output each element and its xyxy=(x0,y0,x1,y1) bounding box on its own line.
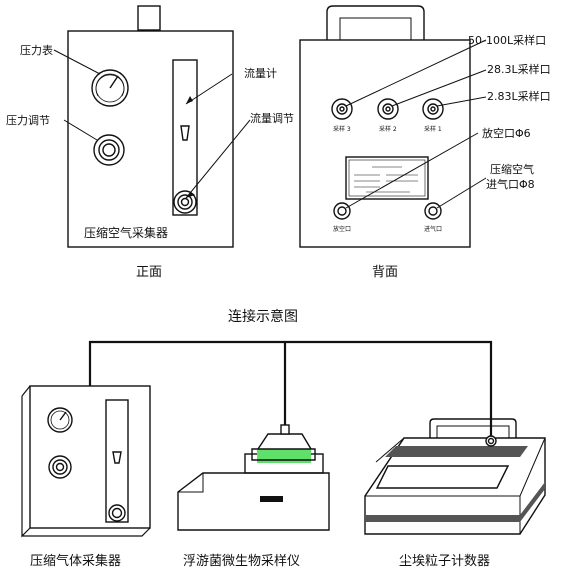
label-inlet-line2: 进气口Φ8 xyxy=(486,177,535,191)
sampler-glow xyxy=(257,449,311,463)
pressure-gauge-icon xyxy=(91,69,129,107)
sample-port-3-icon xyxy=(331,98,353,120)
device-particle-counter xyxy=(364,418,546,535)
vent-port-icon xyxy=(333,202,351,220)
counter-inlet-icon xyxy=(485,435,497,447)
front-caption: 正面 xyxy=(136,265,162,280)
collector-body xyxy=(29,385,151,529)
label-port-mid: 28.3L采样口 xyxy=(487,62,551,76)
counter-screen xyxy=(375,465,510,489)
flowmeter-float xyxy=(180,125,190,141)
front-panel xyxy=(67,30,234,248)
counter-top-stripe xyxy=(385,446,528,457)
label-flow-adjust: 流量调节 xyxy=(250,111,294,125)
flow-knob-icon xyxy=(173,190,197,214)
nameplate-text-lines xyxy=(354,166,418,193)
front-top-connector xyxy=(137,5,161,31)
inlet-port-icon xyxy=(424,202,442,220)
device-collector xyxy=(21,385,151,538)
counter-handle xyxy=(429,418,517,438)
collector-knob-icon xyxy=(48,455,72,479)
back-view xyxy=(299,5,487,248)
label-device-left: 压缩气体采集器 xyxy=(30,553,121,569)
back-panel xyxy=(299,39,471,248)
connecting-tube xyxy=(88,340,493,440)
label-vent-small: 放空口 xyxy=(333,225,351,233)
sample-port-2-icon xyxy=(377,98,399,120)
label-pressure-gauge: 压力表 xyxy=(20,43,53,57)
nameplate xyxy=(345,156,429,200)
front-device-name: 压缩空气采集器 xyxy=(84,225,168,240)
label-inlet-line1: 压缩空气 xyxy=(490,162,534,176)
label-vent: 放空口Φ6 xyxy=(482,126,531,140)
collector-flow-knob-icon xyxy=(108,504,126,522)
label-pressure-adjust: 压力调节 xyxy=(6,114,50,127)
flowmeter-tube xyxy=(172,59,198,216)
label-port-small: 2.83L采样口 xyxy=(487,89,551,103)
counter-stripe xyxy=(365,515,520,522)
label-sample-3: 采样 3 xyxy=(333,125,351,133)
sample-port-1-icon xyxy=(422,98,444,120)
back-handle xyxy=(326,5,425,40)
pressure-knob-icon xyxy=(93,134,125,166)
front-view xyxy=(53,5,251,248)
sampler-base xyxy=(177,472,330,531)
connection-title: 连接示意图 xyxy=(228,308,298,325)
label-sample-2: 采样 2 xyxy=(379,125,397,133)
label-inlet-small: 进气口 xyxy=(424,225,442,233)
label-port-large: 50-100L采样口 xyxy=(468,33,546,47)
label-sample-1: 采样 1 xyxy=(424,125,442,133)
sampler-display xyxy=(260,496,283,502)
device-microbe-sampler xyxy=(177,424,330,531)
label-device-mid: 浮游菌微生物采样仪 xyxy=(183,554,300,569)
collector-flowmeter xyxy=(105,399,129,523)
back-caption: 背面 xyxy=(372,265,398,280)
label-flowmeter: 流量计 xyxy=(244,66,277,80)
label-device-right: 尘埃粒子计数器 xyxy=(399,554,490,569)
collector-gauge-icon xyxy=(47,407,73,433)
sampler-head xyxy=(257,433,312,450)
